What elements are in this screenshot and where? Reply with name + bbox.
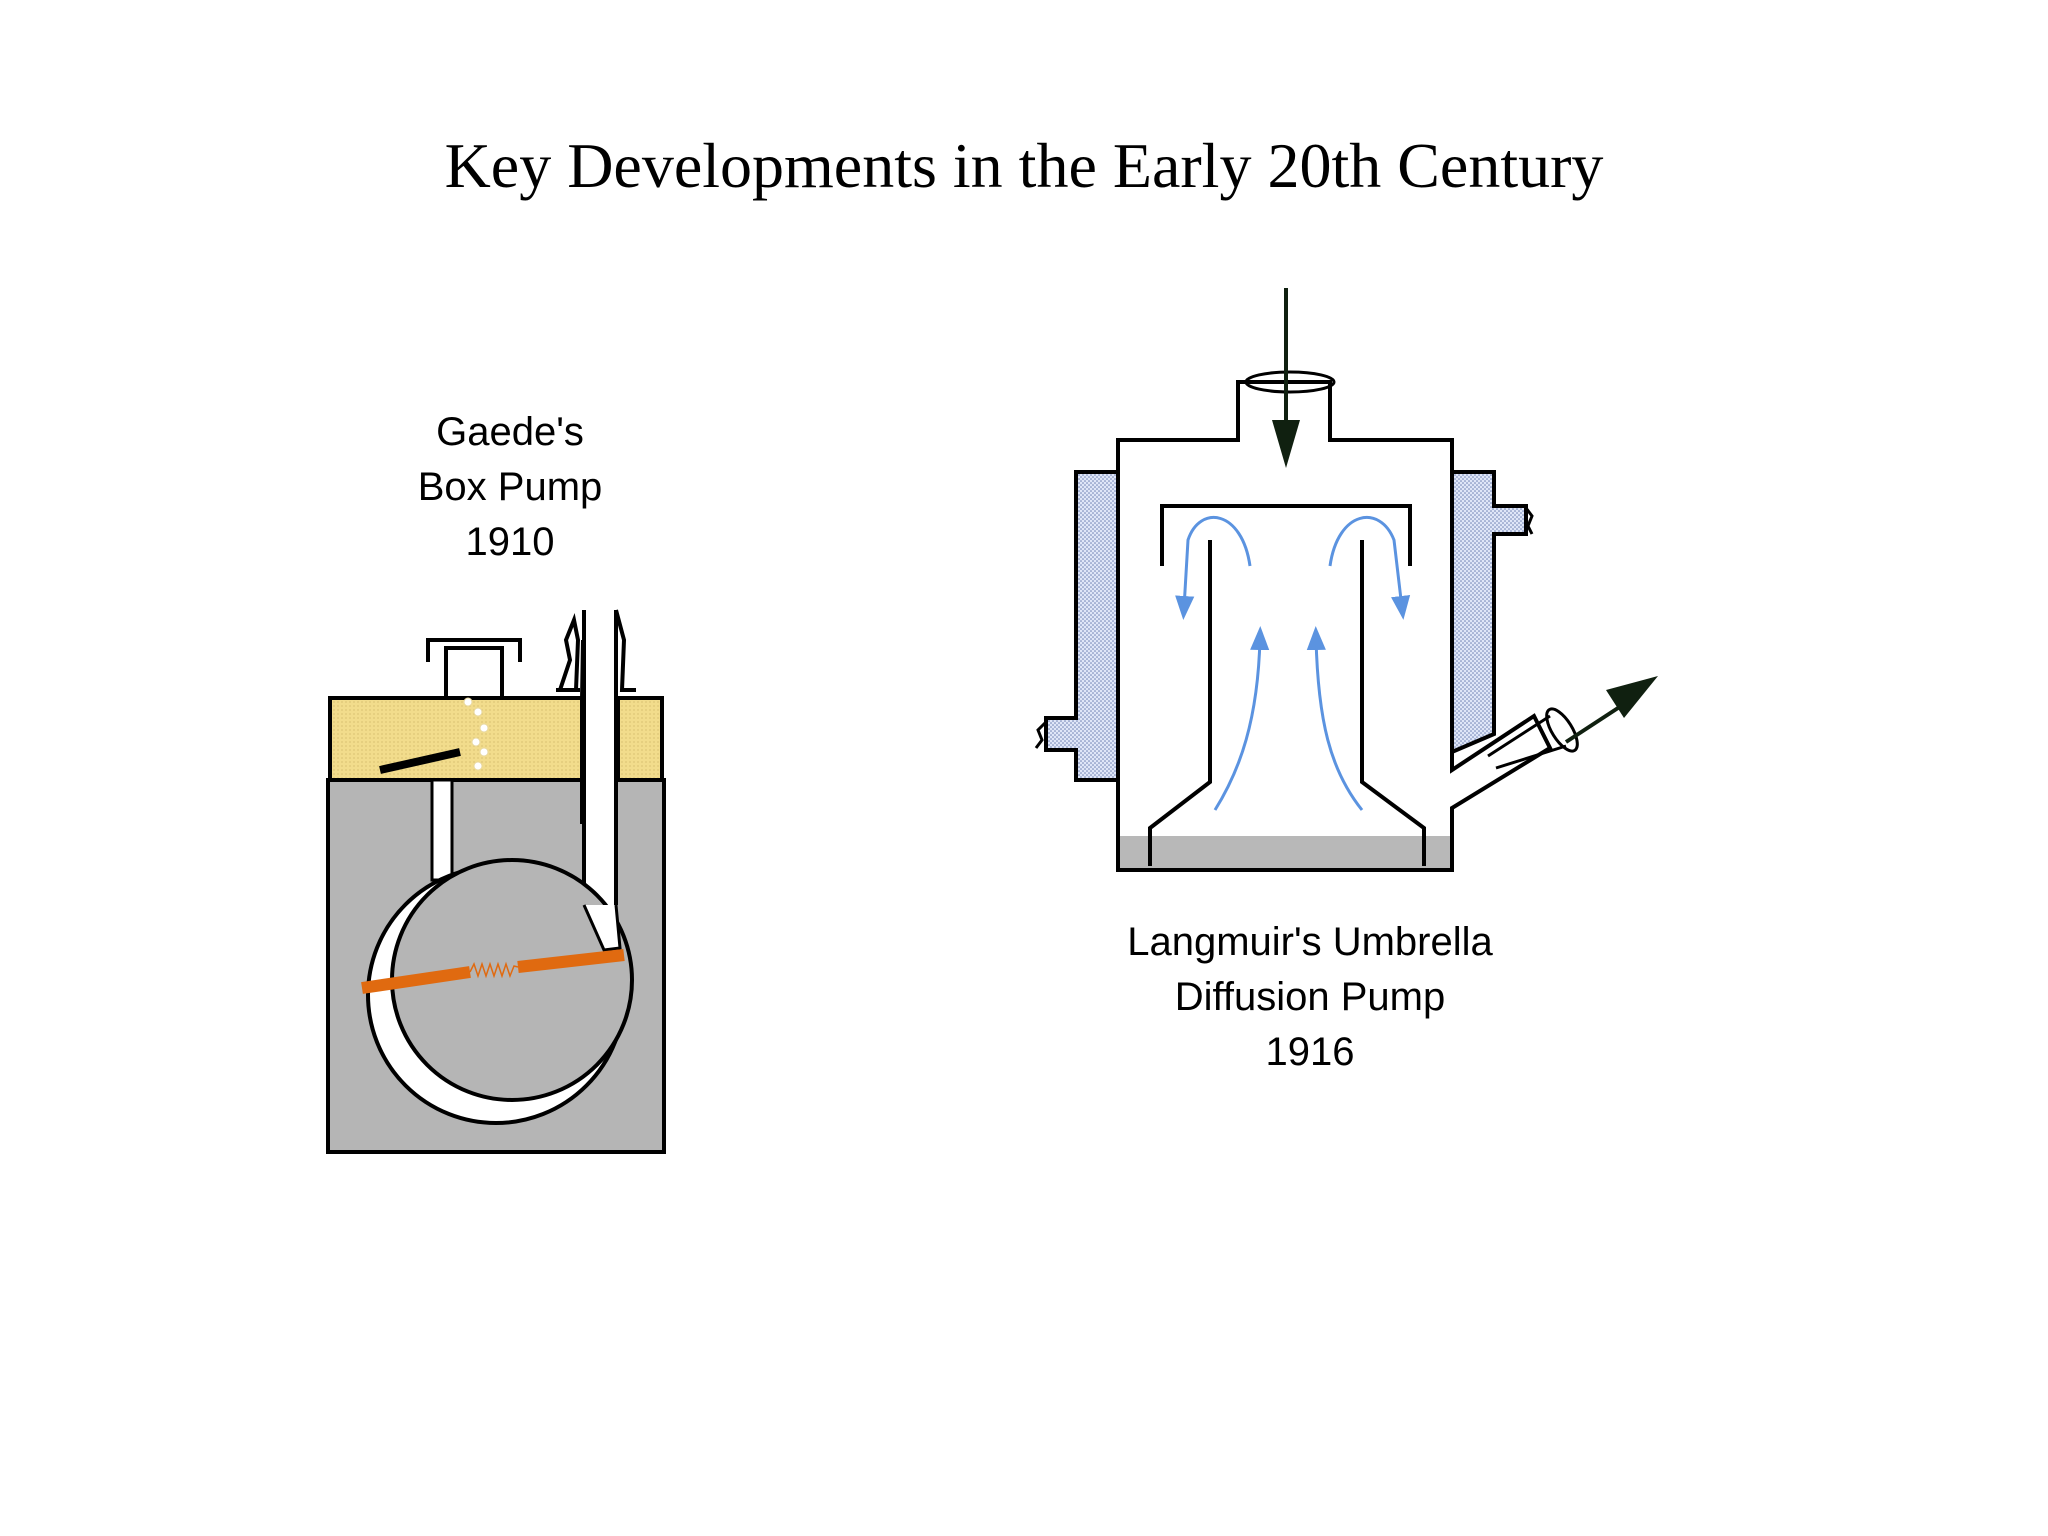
- langmuir-caption-year: 1916: [1265, 1030, 1355, 1074]
- langmuir-outlet-stub-right: [1524, 507, 1534, 535]
- langmuir-vapor-arrow-right-down: [1328, 515, 1411, 620]
- gaede-vane-left: [361, 966, 471, 994]
- gaede-inlet-channel: [430, 778, 454, 882]
- langmuir-chimney-right: [1360, 540, 1426, 866]
- langmuir-vapor-arrow-left-up: [1213, 626, 1270, 811]
- langmuir-umbrella: [1160, 504, 1412, 566]
- gaede-exhaust-bend: [582, 904, 622, 952]
- gaede-valve-cap-right: [614, 609, 636, 692]
- langmuir-vapor-arrow-right-up: [1306, 626, 1364, 811]
- gaede-box-pump: [326, 609, 666, 1154]
- langmuir-cooling-jacket-right: [1450, 470, 1528, 756]
- gaede-bubbles: [463, 697, 489, 771]
- gaede-caption-type: Box Pump: [417, 465, 603, 509]
- langmuir-inlet-stub-left: [1034, 720, 1048, 749]
- langmuir-exhaust-pipe: [1487, 714, 1567, 770]
- langmuir-gas-inlet-arrowhead: [1272, 420, 1300, 468]
- langmuir-gas-outlet-line: [1564, 706, 1620, 744]
- langmuir-chimney-left: [1148, 540, 1212, 866]
- gaede-exhaust-walls: [582, 610, 618, 905]
- gaede-caption-name: Gaede's: [436, 410, 584, 454]
- gaede-oil-bath: [328, 696, 584, 782]
- langmuir-diffusion-pump: [1034, 288, 1658, 872]
- gaede-caption-year: 1910: [465, 520, 555, 564]
- gaede-exhaust-channel: [584, 610, 616, 910]
- langmuir-mercury-pool: [1120, 836, 1450, 868]
- gaede-oil-bath-right: [616, 696, 664, 782]
- langmuir-caption-type: Diffusion Pump: [1174, 975, 1446, 1019]
- gaede-vane-right: [517, 949, 625, 973]
- langmuir-vapor-arrow-left-down: [1175, 515, 1252, 620]
- langmuir-inlet-opening: [1244, 370, 1336, 394]
- langmuir-caption: Langmuir's Umbrella Diffusion Pump 1916: [1050, 915, 1570, 1080]
- gaede-vane-spring: [469, 961, 519, 979]
- gaede-flap-valve: [379, 748, 461, 774]
- gaede-inlet-cap: [426, 638, 522, 698]
- langmuir-gas-outlet-arrowhead: [1606, 676, 1658, 718]
- langmuir-caption-name: Langmuir's Umbrella: [1127, 920, 1493, 964]
- page-title: Key Developments in the Early 20th Centu…: [444, 130, 1604, 201]
- gaede-valve-cap-left: [558, 613, 581, 691]
- gaede-caption: Gaede's Box Pump 1910: [380, 405, 640, 570]
- langmuir-cooling-jacket-left: [1044, 470, 1120, 782]
